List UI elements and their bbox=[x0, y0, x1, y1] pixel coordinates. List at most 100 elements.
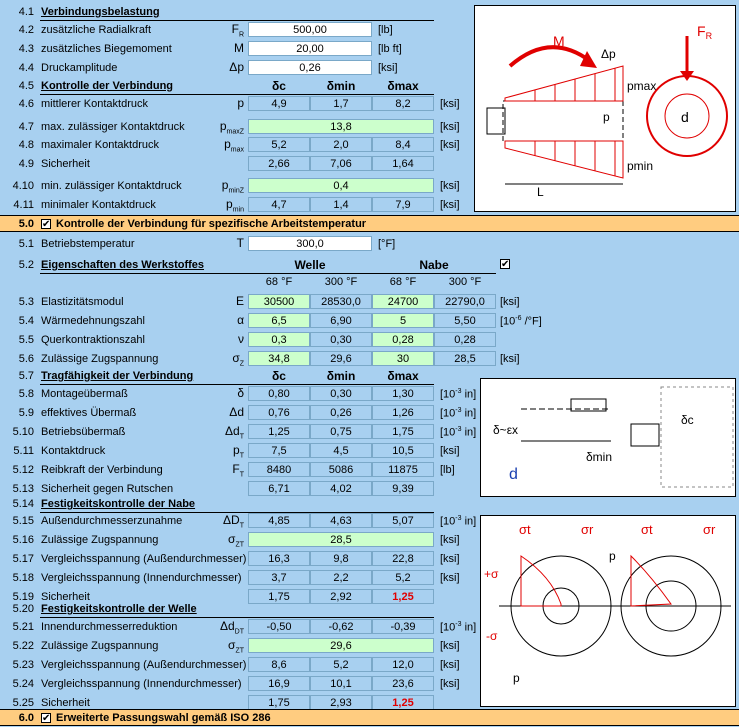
row-number: 5.6 bbox=[18, 353, 34, 365]
material-value[interactable]: 0,3 bbox=[248, 332, 310, 347]
value-cell: 0,80 bbox=[248, 386, 310, 401]
row-label: mittlerer Kontaktdruck bbox=[41, 98, 148, 110]
symbol: Δd bbox=[229, 405, 244, 419]
row-number: 4.5 bbox=[18, 80, 34, 92]
value-cell: 4,63 bbox=[310, 513, 372, 528]
shaft-d-label: d bbox=[509, 466, 518, 483]
diagram-stress-distribution: σt σr σt σr +σ -σ p p bbox=[480, 515, 736, 707]
value-cell: 2,93 bbox=[310, 695, 372, 710]
symbol: ΔDT bbox=[223, 513, 244, 530]
row-label: Kontaktdruck bbox=[41, 445, 106, 457]
column-header: δmin bbox=[326, 79, 356, 93]
value-cell: 1,25 bbox=[372, 695, 434, 710]
checkbox[interactable]: ✔ bbox=[41, 713, 51, 724]
heading-rule bbox=[40, 273, 496, 274]
row-number: 5.3 bbox=[18, 296, 34, 308]
material-checkbox[interactable]: ✔ bbox=[500, 259, 510, 270]
material-value[interactable]: 0,28 bbox=[372, 332, 434, 347]
value-cell: 1,75 bbox=[248, 589, 310, 604]
material-value[interactable]: 5 bbox=[372, 313, 434, 328]
sigma-r-left: σr bbox=[581, 522, 594, 537]
material-value[interactable]: 24700 bbox=[372, 294, 434, 309]
unit-label: [°F] bbox=[378, 238, 396, 250]
FR-arrowhead bbox=[680, 71, 694, 81]
value-cell: 3,7 bbox=[248, 570, 310, 585]
row-number: 4.11 bbox=[13, 199, 34, 211]
row-number: 5.11 bbox=[13, 445, 34, 457]
unit-label: [10-3 in] bbox=[440, 621, 477, 634]
moment-arrow bbox=[508, 45, 592, 68]
unit-label: [10-3 in] bbox=[440, 515, 477, 528]
row-number: 4.7 bbox=[18, 121, 34, 133]
value-cell: 4,85 bbox=[248, 513, 310, 528]
material-value: 0,28 bbox=[434, 332, 496, 347]
row-label: Montageübermaß bbox=[41, 388, 128, 400]
section-heading: Eigenschaften des Werkstoffes bbox=[41, 259, 205, 271]
row-number: 5.24 bbox=[12, 678, 34, 690]
row-label: Reibkraft der Verbindung bbox=[41, 464, 163, 476]
row-label: maximaler Kontaktdruck bbox=[41, 139, 159, 151]
value-cell: -0,62 bbox=[310, 619, 372, 634]
symbol: ΔdT bbox=[225, 424, 244, 441]
row-number: 4.9 bbox=[18, 158, 34, 170]
input-field[interactable]: 0,26 bbox=[248, 60, 372, 75]
temperature-input[interactable]: 300,0 bbox=[248, 236, 372, 251]
value-cell: 9,8 bbox=[310, 551, 372, 566]
section-heading: Festigkeitskontrolle der Nabe bbox=[41, 498, 196, 510]
material-value[interactable]: 6,5 bbox=[248, 313, 310, 328]
unit-label: [ksi] bbox=[440, 659, 460, 671]
computed-merged-cell: 13,8 bbox=[248, 119, 434, 134]
pressure-wedge-bottom bbox=[504, 140, 624, 179]
column-subheader: 300 °F bbox=[448, 276, 482, 288]
value-cell: 6,71 bbox=[248, 481, 310, 496]
symbol: FR bbox=[231, 22, 244, 39]
column-header: δmin bbox=[326, 369, 356, 383]
value-cell: 1,4 bbox=[310, 197, 372, 212]
symbol: ΔdDT bbox=[219, 619, 244, 636]
unit-label: [ksi] bbox=[500, 296, 520, 308]
value-cell: 16,3 bbox=[248, 551, 310, 566]
computed-merged-cell: 28,5 bbox=[248, 532, 434, 547]
unit-label: [ksi] bbox=[440, 445, 460, 457]
material-value[interactable]: 30500 bbox=[248, 294, 310, 309]
row-number: 4.8 bbox=[18, 139, 34, 151]
pmax-label: pmax bbox=[627, 79, 656, 93]
value-cell: 0,76 bbox=[248, 405, 310, 420]
symbol: pT bbox=[233, 443, 244, 460]
symbol: δ bbox=[237, 386, 244, 400]
value-cell: 4,02 bbox=[310, 481, 372, 496]
pmin-label: pmin bbox=[627, 159, 653, 173]
row-number: 5.12 bbox=[12, 464, 34, 476]
band-label: Erweiterte Passungswahl gemäß ISO 286 bbox=[56, 712, 271, 724]
hub-inner bbox=[664, 93, 710, 139]
material-value[interactable]: 30 bbox=[372, 351, 434, 366]
section-heading: Verbindungsbelastung bbox=[41, 6, 160, 18]
load-diagram-svg: M Δp pmax p pmin L FR d bbox=[486, 23, 728, 199]
stress-curve-right bbox=[630, 554, 672, 607]
input-field[interactable]: 20,00 bbox=[248, 41, 372, 56]
material-value[interactable]: 34,8 bbox=[248, 351, 310, 366]
row-label: zusätzliche Radialkraft bbox=[41, 24, 152, 36]
unit-label: [10-3 in] bbox=[440, 407, 477, 420]
d-label: d bbox=[681, 109, 689, 125]
heading-rule bbox=[40, 20, 434, 21]
row-label: Elastizitätsmodul bbox=[41, 296, 124, 308]
row-number: 5.1 bbox=[18, 238, 34, 250]
input-field[interactable]: 500,00 bbox=[248, 22, 372, 37]
hub-wall bbox=[660, 386, 734, 488]
value-cell: 2,66 bbox=[248, 156, 310, 171]
checkbox[interactable]: ✔ bbox=[41, 219, 51, 230]
symbol: Δp bbox=[229, 60, 244, 74]
column-header: δmax bbox=[387, 79, 419, 93]
value-cell: 7,06 bbox=[310, 156, 372, 171]
